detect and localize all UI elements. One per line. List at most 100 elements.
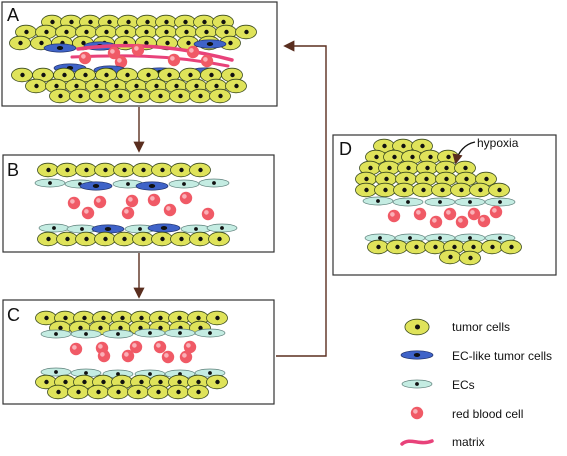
red-blood-cell bbox=[179, 350, 193, 364]
tumor-cell bbox=[69, 88, 91, 104]
red-blood-cell bbox=[129, 340, 143, 354]
tumor-cell bbox=[129, 88, 151, 104]
endothelial-cell bbox=[206, 223, 238, 233]
red-blood-cell bbox=[387, 209, 401, 223]
tumor-cell bbox=[459, 250, 481, 266]
tumor-cell bbox=[500, 239, 522, 255]
legend-label-ec-like: EC-like tumor cells bbox=[452, 349, 552, 363]
red-blood-cell bbox=[121, 206, 135, 220]
tumor-cell bbox=[367, 239, 389, 255]
endothelial-cell bbox=[194, 328, 226, 338]
red-blood-cell bbox=[201, 207, 215, 221]
endothelial-cell bbox=[401, 379, 433, 389]
legend-label-ec: ECs bbox=[452, 378, 475, 392]
red-blood-cell bbox=[443, 207, 457, 221]
tumor-cell bbox=[56, 162, 78, 178]
tumor-cell bbox=[404, 318, 430, 336]
tumor-cell bbox=[225, 78, 247, 94]
tumor-cell bbox=[113, 231, 135, 247]
panel-d-label: D bbox=[339, 139, 352, 159]
tumor-cell bbox=[424, 239, 446, 255]
ec-like-tumor-cell bbox=[400, 350, 434, 360]
red-blood-cell bbox=[167, 53, 181, 67]
red-blood-cell bbox=[429, 215, 443, 229]
tumor-cell bbox=[37, 231, 59, 247]
panel-a-label: A bbox=[7, 5, 19, 25]
endothelial-cell bbox=[38, 223, 70, 233]
ec-like-tumor-cell bbox=[193, 39, 227, 49]
hypoxia-label: hypoxia bbox=[477, 136, 519, 150]
tumor-cell bbox=[405, 239, 427, 255]
tumor-cell bbox=[127, 384, 149, 400]
tumor-cell bbox=[189, 231, 211, 247]
tumor-cell bbox=[149, 88, 171, 104]
panel-c-cells bbox=[35, 310, 228, 400]
red-blood-cell bbox=[114, 55, 128, 69]
tumor-cell bbox=[481, 239, 503, 255]
endothelial-cell bbox=[198, 178, 230, 188]
tumor-cell bbox=[47, 384, 69, 400]
tumor-cell bbox=[375, 171, 397, 187]
tumor-cell bbox=[189, 162, 211, 178]
endothelial-cell bbox=[134, 328, 166, 338]
tumor-cell bbox=[132, 231, 154, 247]
red-blood-cell bbox=[121, 349, 135, 363]
endothelial-cell bbox=[34, 178, 66, 188]
tumor-cell bbox=[9, 35, 31, 51]
tumor-cell bbox=[209, 88, 231, 104]
red-blood-cell bbox=[186, 45, 200, 59]
tumor-cell bbox=[206, 310, 228, 326]
ec-like-tumor-cell bbox=[147, 223, 181, 233]
tumor-cell bbox=[167, 384, 189, 400]
red-blood-cell bbox=[179, 191, 193, 205]
red-blood-cell bbox=[125, 194, 139, 208]
panel-d-cells bbox=[355, 138, 522, 266]
tumor-cell bbox=[215, 24, 237, 40]
endothelial-cell bbox=[424, 197, 456, 207]
red-blood-cell bbox=[81, 206, 95, 220]
endothelial-cell bbox=[112, 179, 144, 189]
tumor-cell bbox=[415, 171, 437, 187]
red-blood-cell bbox=[78, 51, 92, 65]
panel-b-cells bbox=[34, 162, 238, 247]
endothelial-cell bbox=[40, 329, 72, 339]
red-blood-cell bbox=[161, 350, 175, 364]
endothelial-cell bbox=[454, 197, 486, 207]
tumor-cell bbox=[450, 182, 472, 198]
ec-like-tumor-cell bbox=[79, 181, 113, 191]
tumor-cell bbox=[75, 162, 97, 178]
endothelial-cell bbox=[40, 367, 72, 377]
tumor-cell bbox=[75, 231, 97, 247]
tumor-cell bbox=[475, 171, 497, 187]
red-blood-cell bbox=[97, 349, 111, 363]
tumor-cell bbox=[208, 231, 230, 247]
tumor-cell bbox=[355, 182, 377, 198]
tumor-cell bbox=[170, 162, 192, 178]
tumor-cell bbox=[189, 88, 211, 104]
panel-a-cells bbox=[9, 14, 257, 104]
endothelial-cell bbox=[362, 196, 394, 206]
tumor-cell bbox=[132, 162, 154, 178]
tumor-cell bbox=[11, 67, 33, 83]
red-blood-cell bbox=[200, 54, 214, 68]
red-blood-cell bbox=[183, 340, 197, 354]
tumor-cell bbox=[147, 384, 169, 400]
endothelial-cell bbox=[392, 197, 424, 207]
endothelial-cell bbox=[180, 224, 212, 234]
hypoxia-pointer bbox=[452, 141, 476, 165]
red-blood-cell bbox=[477, 214, 491, 228]
tumor-cell bbox=[87, 384, 109, 400]
tumor-cell bbox=[386, 239, 408, 255]
legend-icons bbox=[400, 318, 434, 446]
matrix-icon bbox=[400, 439, 434, 446]
tumor-cell bbox=[151, 162, 173, 178]
tumor-cell bbox=[359, 160, 381, 176]
tumor-cell bbox=[170, 231, 192, 247]
tumor-cell bbox=[235, 24, 257, 40]
red-blood-cell bbox=[413, 207, 427, 221]
red-blood-cell bbox=[153, 340, 167, 354]
red-blood-cell bbox=[93, 195, 107, 209]
red-blood-cell bbox=[467, 207, 481, 221]
